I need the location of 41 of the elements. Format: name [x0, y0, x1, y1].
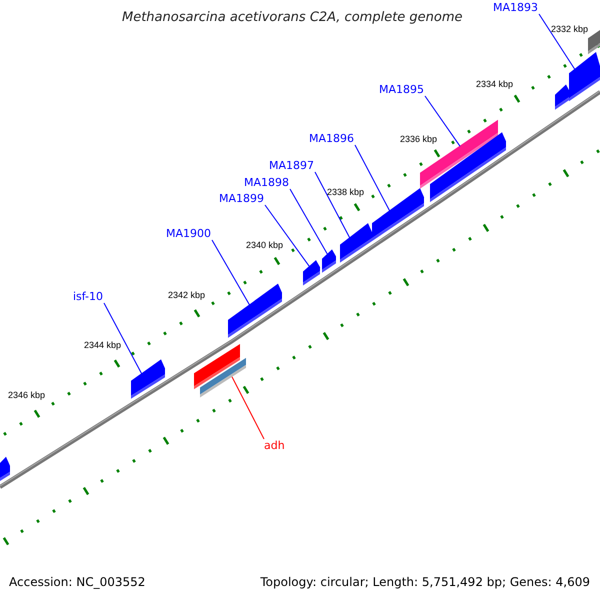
gene-label: MA1899	[219, 193, 264, 204]
leader-line	[264, 204, 310, 268]
leader-line	[314, 172, 350, 239]
leader-line	[538, 14, 576, 70]
footer-text: Accession: NC_003552	[9, 576, 146, 588]
scale-label: 2346 kbp	[8, 391, 46, 400]
scale-label: 2338 kbp	[327, 188, 364, 197]
scale-label: 2334 kbp	[476, 80, 514, 89]
gene-feature	[0, 456, 10, 481]
scale-label: 2342 kbp	[168, 291, 206, 300]
gene-feature	[420, 120, 498, 189]
leader-line	[212, 240, 250, 306]
scale-label: 2332 kbp	[551, 25, 588, 34]
gene-label: MA1898	[244, 177, 290, 188]
gene-feature	[303, 260, 320, 286]
gene-feature	[340, 223, 372, 263]
gene-feature	[588, 30, 600, 54]
footer-text: Topology: circular; Length: 5,751,492 bp; Genes: 4,609	[260, 576, 590, 588]
diagram-title: Methanosarcina acetivorans C2A, complete genome	[122, 11, 463, 24]
gene-label: MA1895	[379, 84, 424, 95]
leader-line	[104, 302, 142, 375]
gene-feature	[322, 249, 336, 273]
leader-line	[424, 96, 460, 147]
gene-feature	[194, 344, 240, 390]
leader-line	[232, 376, 264, 440]
gene-feature	[131, 359, 165, 399]
gene-label: MA1896	[309, 133, 354, 144]
scale-label: 2344 kbp	[84, 341, 122, 350]
scale-label: 2336 kbp	[400, 135, 438, 144]
gene-label: MA1897	[269, 160, 314, 171]
gene-label: adh	[264, 440, 285, 451]
gene-feature	[200, 358, 246, 398]
leader-line	[290, 188, 328, 256]
gene-label: MA1893	[493, 2, 538, 13]
gene-feature	[555, 84, 570, 110]
gene-feature	[228, 284, 282, 338]
scale-label: 2340 kbp	[246, 241, 284, 250]
gene-label: MA1900	[166, 228, 212, 239]
leader-line	[354, 144, 390, 212]
gene-label: isf-10	[73, 291, 104, 302]
gene-feature	[372, 188, 424, 242]
